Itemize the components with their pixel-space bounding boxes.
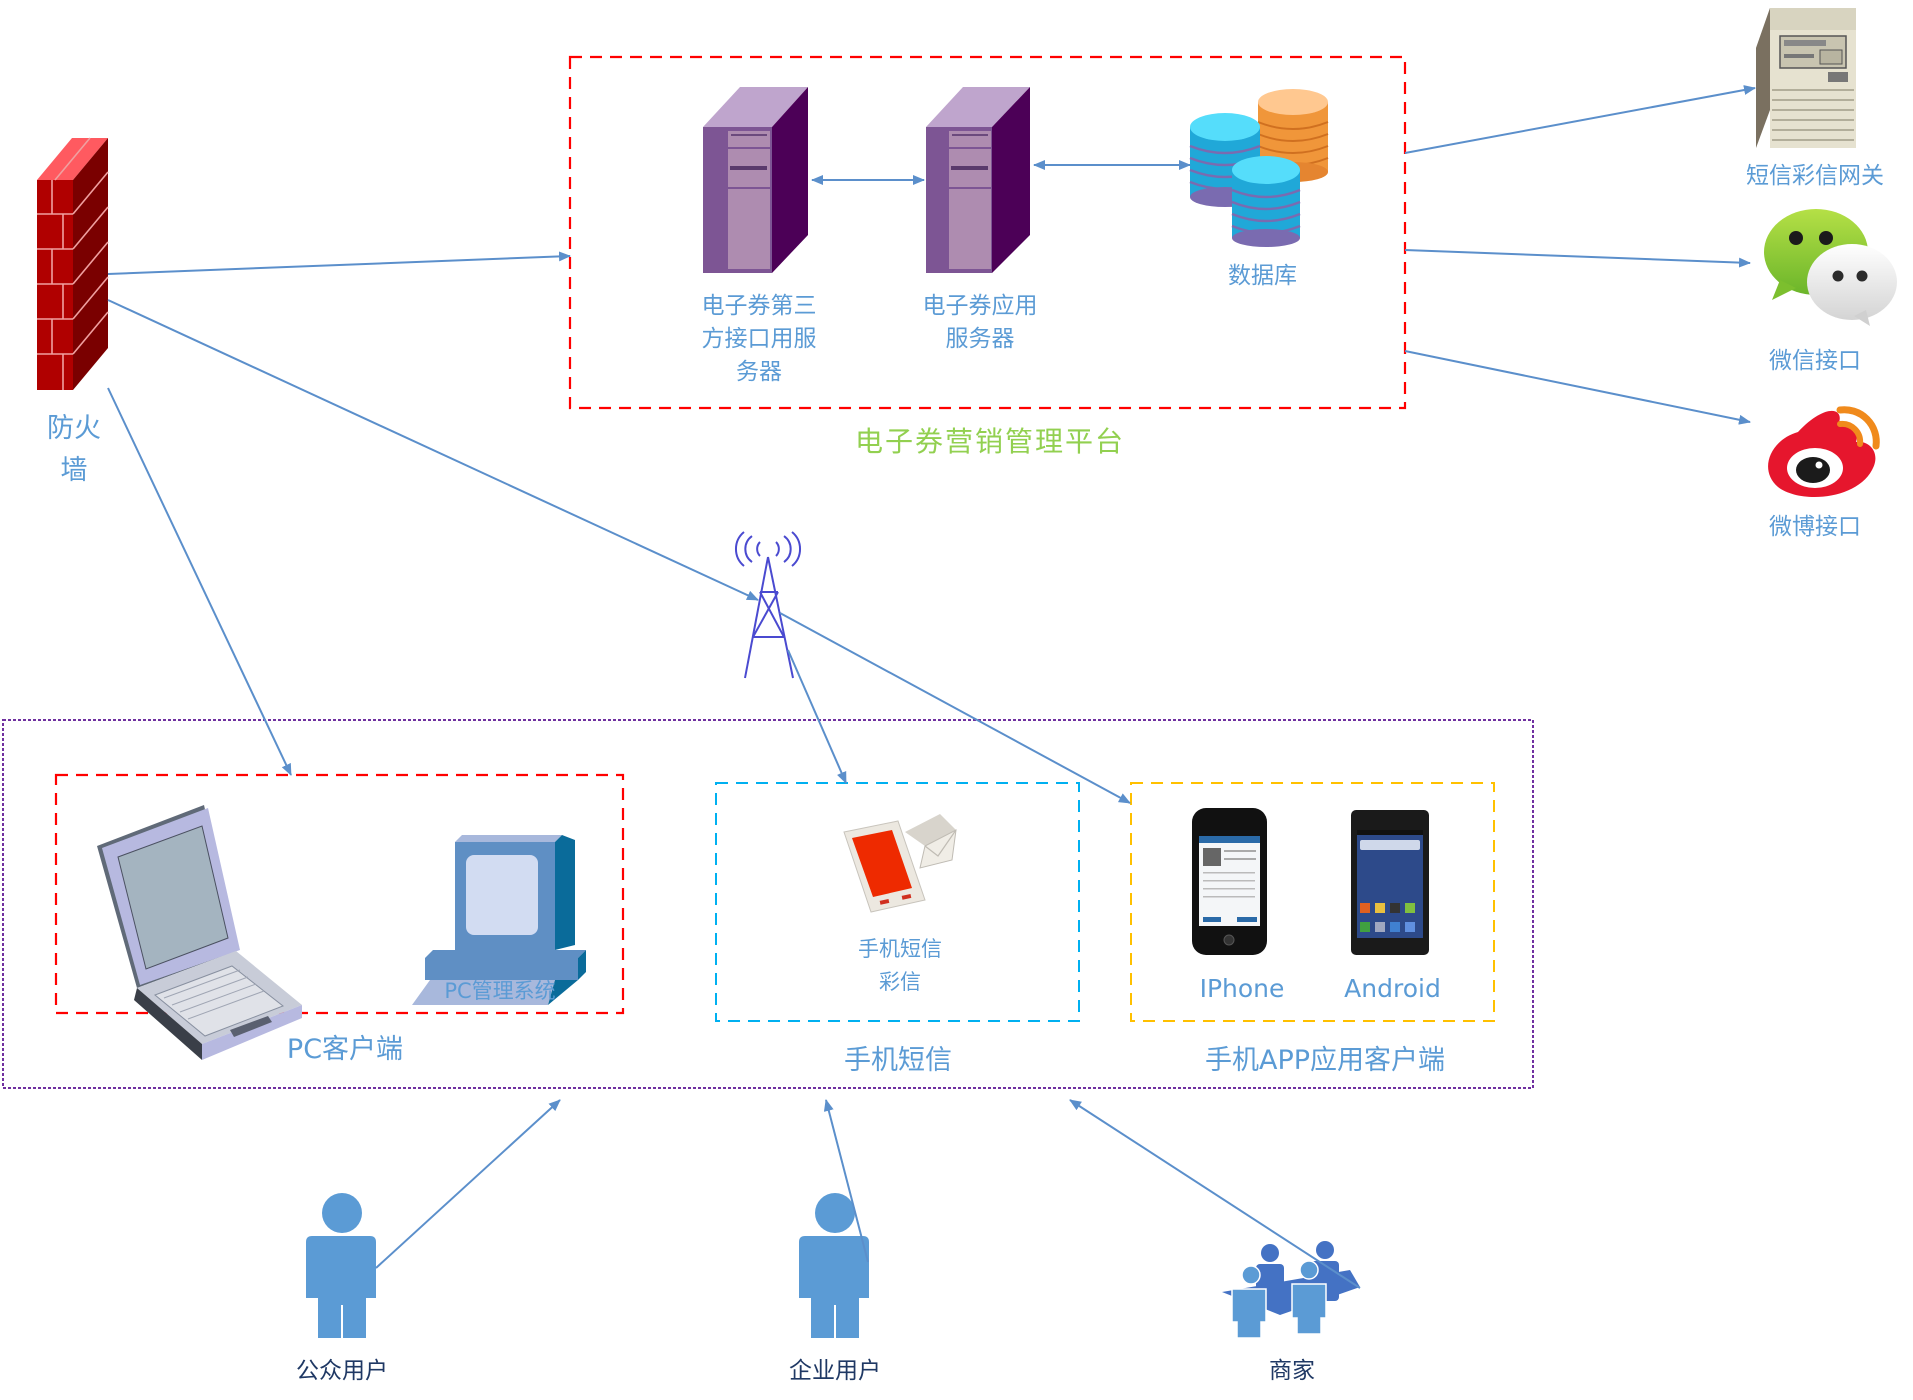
app-server-icon [926,87,1030,273]
app-server-label-line2: 服务器 [945,326,1015,352]
sms-gateway-label: 短信彩信网关 [1746,163,1884,189]
firewall-label: 防火 墙 [36,408,112,492]
connectors [107,85,1756,1289]
pc-client-group-label: PC客户端 [286,1034,404,1065]
public-user-person-icon [306,1193,376,1338]
arrow-tower-to-sms [787,649,847,784]
platform-title: 电子券营销管理平台 [854,425,1125,458]
firewall-label-line2: 墙 [60,455,88,486]
arrow-platform-to-weibo [1404,350,1751,425]
android-label: Android [1344,974,1441,1003]
arrow-firewall-to-pc [107,387,292,776]
sms-inner-label-line1: 手机短信 [858,937,942,961]
third-party-server-label-line3: 务器 [736,359,782,385]
sms-inner-label-line2: 彩信 [879,970,921,994]
enterprise-user-person-icon [799,1193,869,1338]
sms-phone-icon [843,814,957,913]
client-area-boundary [2,719,1534,1089]
app-client-group [1130,782,1495,1022]
third-party-server-label-line2: 方接口用服 [701,326,817,352]
iphone-icon [1192,808,1267,955]
wechat-interface-label: 微信接口 [1769,348,1861,374]
arrow-platform-to-sms-gateway [1404,85,1756,154]
firewall-label-line1: 防火 [47,413,101,444]
pc-management-system-label: PC管理系统 [444,979,556,1003]
laptop-icon [97,805,302,1060]
firewall-icon [37,137,109,390]
app-server-label: 电子券应用 服务器 [900,290,1060,356]
third-party-server-label: 电子券第三 方接口用服 务器 [678,290,840,389]
app-client-group-label: 手机APP应用客户端 [1204,1045,1446,1076]
platform-boundary [568,55,1407,410]
third-party-server-icon [703,87,808,273]
app-server-label-line1: 电子券应用 [922,293,1038,319]
arrow-enterprise-user-to-clients [823,1099,869,1263]
cell-tower-icon [734,531,802,679]
enterprise-user-label: 企业用户 [789,1358,881,1384]
desktop-pc-icon [412,835,586,1005]
public-user-label: 公众用户 [296,1358,388,1384]
arrow-public-user-to-clients [375,1099,561,1269]
arrow-merchant-to-clients [1069,1099,1361,1289]
arrow-platform-to-wechat [1404,249,1751,268]
wechat-icon [1764,209,1897,326]
sms-gateway-server-icon [1756,8,1856,148]
android-phone-icon [1351,810,1429,955]
arrow-tower-to-app [779,612,1131,804]
sms-group-label: 手机短信 [844,1045,952,1076]
merchant-label: 商家 [1269,1358,1315,1384]
sms-client-group [715,782,1080,1022]
weibo-interface-label: 微博接口 [1769,514,1861,540]
weibo-icon [1768,406,1880,498]
sms-inner-label: 手机短信 彩信 [820,933,980,999]
iphone-label: IPhone [1199,974,1285,1003]
database-label: 数据库 [1228,263,1297,289]
arrow-firewall-to-tower [107,299,759,601]
arrow-firewall-to-platform [107,251,571,275]
pc-client-group [54,773,625,1015]
database-icon [1189,89,1329,247]
merchant-group-icon [1222,1241,1360,1339]
third-party-server-label-line1: 电子券第三 [701,293,817,319]
